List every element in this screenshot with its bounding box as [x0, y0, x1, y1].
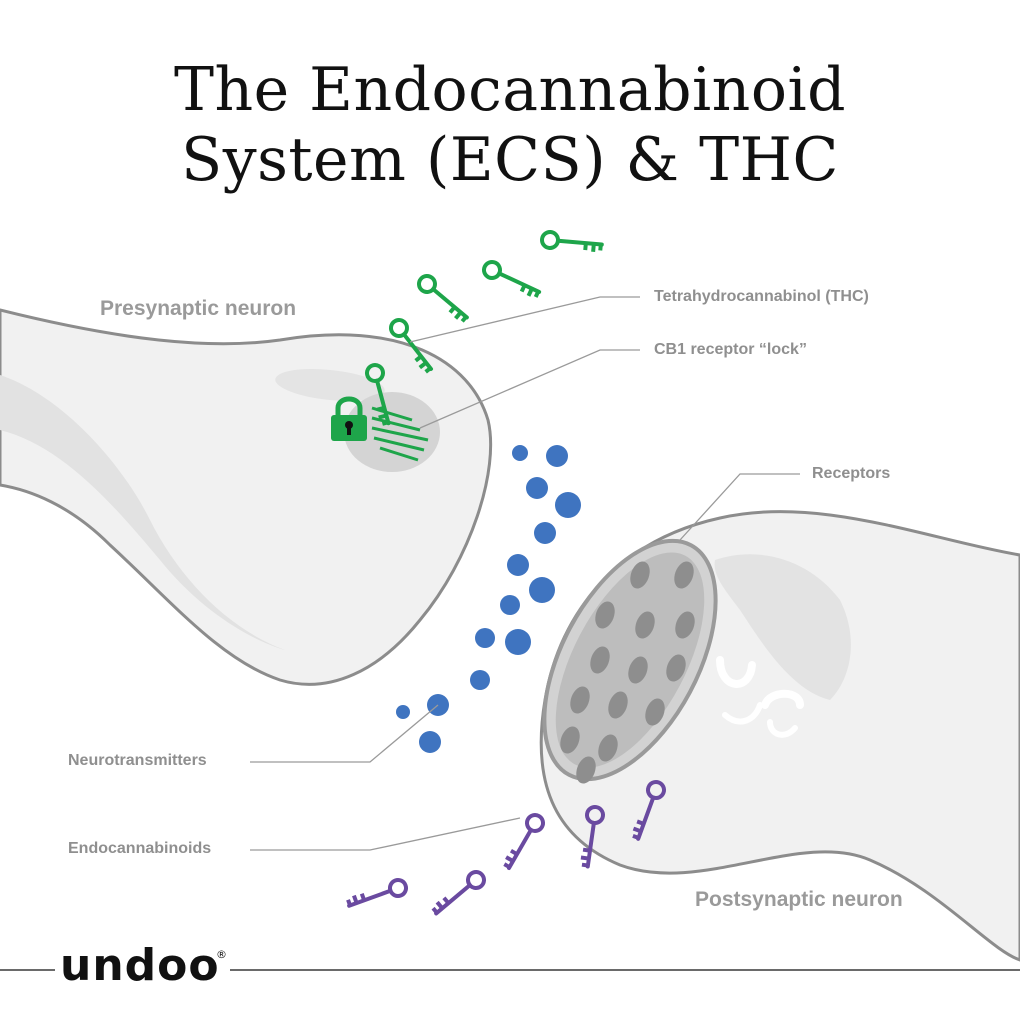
receptor-icon [674, 561, 694, 589]
neurotransmitter-dot [555, 492, 581, 518]
presynaptic-neuron-shade [0, 375, 285, 650]
postsynaptic-neuron-label: Postsynaptic neuron [695, 888, 903, 911]
endocannabinoids-leader [250, 817, 521, 851]
postsynaptic-white-curve-4 [767, 719, 798, 738]
neurotransmitter-dot [546, 445, 568, 467]
receptor-icon [590, 646, 610, 674]
postsynaptic-white-curve-2 [761, 689, 804, 709]
leader-lines [250, 296, 800, 851]
cb1-receptor-label: CB1 receptor “lock” [654, 341, 807, 358]
presynaptic-highlight [275, 369, 385, 401]
receptor-dots [560, 561, 695, 784]
receptor-icon [570, 686, 590, 714]
receptors-label: Receptors [812, 465, 891, 482]
page-title-line-2: System (ECS) & THC [181, 125, 839, 195]
presynaptic-neuron [0, 308, 493, 686]
neurotransmitter-dot [500, 595, 520, 615]
brand-logo: undoo [60, 940, 220, 991]
neurotransmitter-dot [534, 522, 556, 544]
postsynaptic-white-curve-1 [716, 656, 756, 688]
lock-ridges [371, 406, 429, 462]
thc-label: Tetrahydrocannabinol (THC) [654, 288, 869, 305]
neurotransmitter-dot [470, 670, 490, 690]
receptor-icon [630, 561, 650, 589]
neurotransmitter-dot [475, 628, 495, 648]
neurotransmitter-dot [512, 445, 528, 461]
neurotransmitter-dot [529, 577, 555, 603]
neurotransmitter-dot [396, 705, 410, 719]
neurotransmitters-label: Neurotransmitters [68, 752, 207, 769]
receptor-icon [675, 611, 695, 639]
neurotransmitter-dot [507, 554, 529, 576]
key-icon [413, 270, 474, 326]
receptor-icon [645, 698, 665, 726]
presynaptic-neuron-body [0, 308, 493, 686]
key-icon [539, 229, 605, 255]
key-icon [479, 257, 545, 302]
postsynaptic-neuron-shade [714, 554, 851, 700]
receptor-icon [608, 691, 628, 719]
receptors-leader [679, 473, 800, 541]
page-title-line-1: The Endocannabinoid [173, 55, 847, 125]
registered-mark: ® [216, 948, 227, 961]
key-icon [429, 866, 490, 922]
postsynaptic-neuron [539, 510, 1020, 962]
keyhole-slot [347, 425, 351, 435]
receptor-icon [560, 726, 580, 754]
postsynaptic-white-curve-3 [722, 702, 763, 725]
thc-leader [409, 296, 640, 343]
cb1-leader [419, 349, 640, 429]
receptor-icon [576, 756, 596, 784]
lock-shackle [335, 396, 363, 418]
receptor-icon [635, 611, 655, 639]
receptor-disc [542, 538, 718, 782]
receptor-icon [628, 656, 648, 684]
neurotransmitter-dot [526, 477, 548, 499]
neurotransmitter-dot [419, 731, 441, 753]
endocannabinoids-label: Endocannabinoids [68, 840, 212, 857]
neurotransmitter-dot [505, 629, 531, 655]
key-icon [344, 875, 411, 916]
receptor-icon [598, 734, 618, 762]
neurotransmitters-leader [250, 704, 439, 763]
receptor-icon [666, 654, 686, 682]
presynaptic-neuron-label: Presynaptic neuron [100, 297, 297, 320]
cb1-lock [331, 396, 429, 462]
receptor-icon [595, 601, 615, 629]
